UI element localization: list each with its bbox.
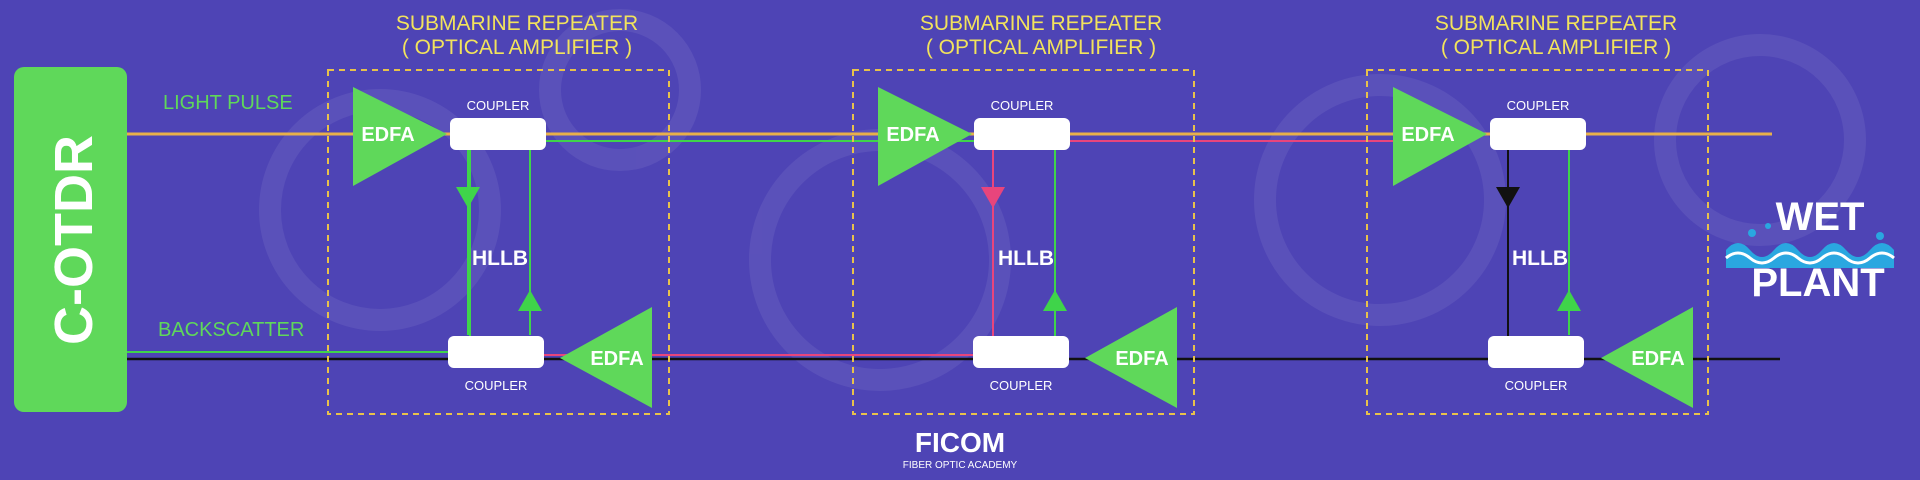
repeater-boundary [1366,69,1709,415]
wet-plant-line2: PLANT [1751,261,1884,305]
edfa-reverse [1085,307,1177,408]
c-otdr-block: C-OTDR [14,67,127,412]
repeater-boundary [327,69,670,415]
water-wave-icon [1725,223,1895,268]
coupler-bottom-label: COUPLER [1505,378,1568,393]
coupler-top [450,118,546,150]
ficom-logo: FICOM FIBER OPTIC ACADEMY [903,427,1018,471]
coupler-bottom [1488,336,1584,368]
coupler-top-label: COUPLER [1507,98,1570,113]
edfa-reverse-label: EDFA [1631,348,1684,370]
edfa-reverse-label: EDFA [1115,348,1168,370]
backscatter-label: BACKSCATTER [158,319,304,341]
hllb-label: HLLB [1512,247,1568,270]
edfa-forward [878,87,972,186]
repeater-1: SUBMARINE REPEATER ( OPTICAL AMPLIFIER )… [327,12,670,415]
logo-sub-text: FIBER OPTIC ACADEMY [903,460,1018,471]
hllb-arrow-up [1043,290,1067,311]
repeater-subtitle: ( OPTICAL AMPLIFIER ) [926,36,1156,59]
repeater-title: SUBMARINE REPEATER [920,12,1162,35]
coupler-top-label: COUPLER [991,98,1054,113]
repeater-title: SUBMARINE REPEATER [1435,12,1677,35]
wet-plant: WET PLANT [1725,195,1895,305]
c-otdr-label: C-OTDR [44,135,104,345]
hllb-arrow-up [1557,290,1581,311]
coupler-top [974,118,1070,150]
hllb-arrow-down [981,187,1005,208]
edfa-forward-label: EDFA [1401,124,1454,146]
repeater-subtitle: ( OPTICAL AMPLIFIER ) [402,36,632,59]
hllb-arrow-down [1496,187,1520,208]
repeater-3: SUBMARINE REPEATER ( OPTICAL AMPLIFIER )… [1366,12,1709,415]
logo-main-text: FICOM [915,427,1005,458]
hllb-label: HLLB [472,247,528,270]
repeater-2: SUBMARINE REPEATER ( OPTICAL AMPLIFIER )… [852,12,1195,415]
coupler-bottom [973,336,1069,368]
background-watermark [259,9,1866,391]
edfa-reverse [1601,307,1693,408]
repeater-title: SUBMARINE REPEATER [396,12,638,35]
edfa-reverse [560,307,652,408]
coupler-bottom-label: COUPLER [990,378,1053,393]
coupler-top-label: COUPLER [467,98,530,113]
edfa-forward [353,87,447,186]
wet-plant-line1: WET [1776,195,1865,239]
edfa-forward-label: EDFA [361,124,414,146]
coupler-bottom-label: COUPLER [465,378,528,393]
repeater-subtitle: ( OPTICAL AMPLIFIER ) [1441,36,1671,59]
light-pulse-label: LIGHT PULSE [163,92,293,114]
coupler-bottom [448,336,544,368]
edfa-forward-label: EDFA [886,124,939,146]
hllb-arrow-down [456,187,480,208]
hllb-arrow-up [518,290,542,311]
repeater-boundary [852,69,1195,415]
edfa-reverse-label: EDFA [590,348,643,370]
hllb-label: HLLB [998,247,1054,270]
coupler-top [1490,118,1586,150]
edfa-forward [1393,87,1487,186]
